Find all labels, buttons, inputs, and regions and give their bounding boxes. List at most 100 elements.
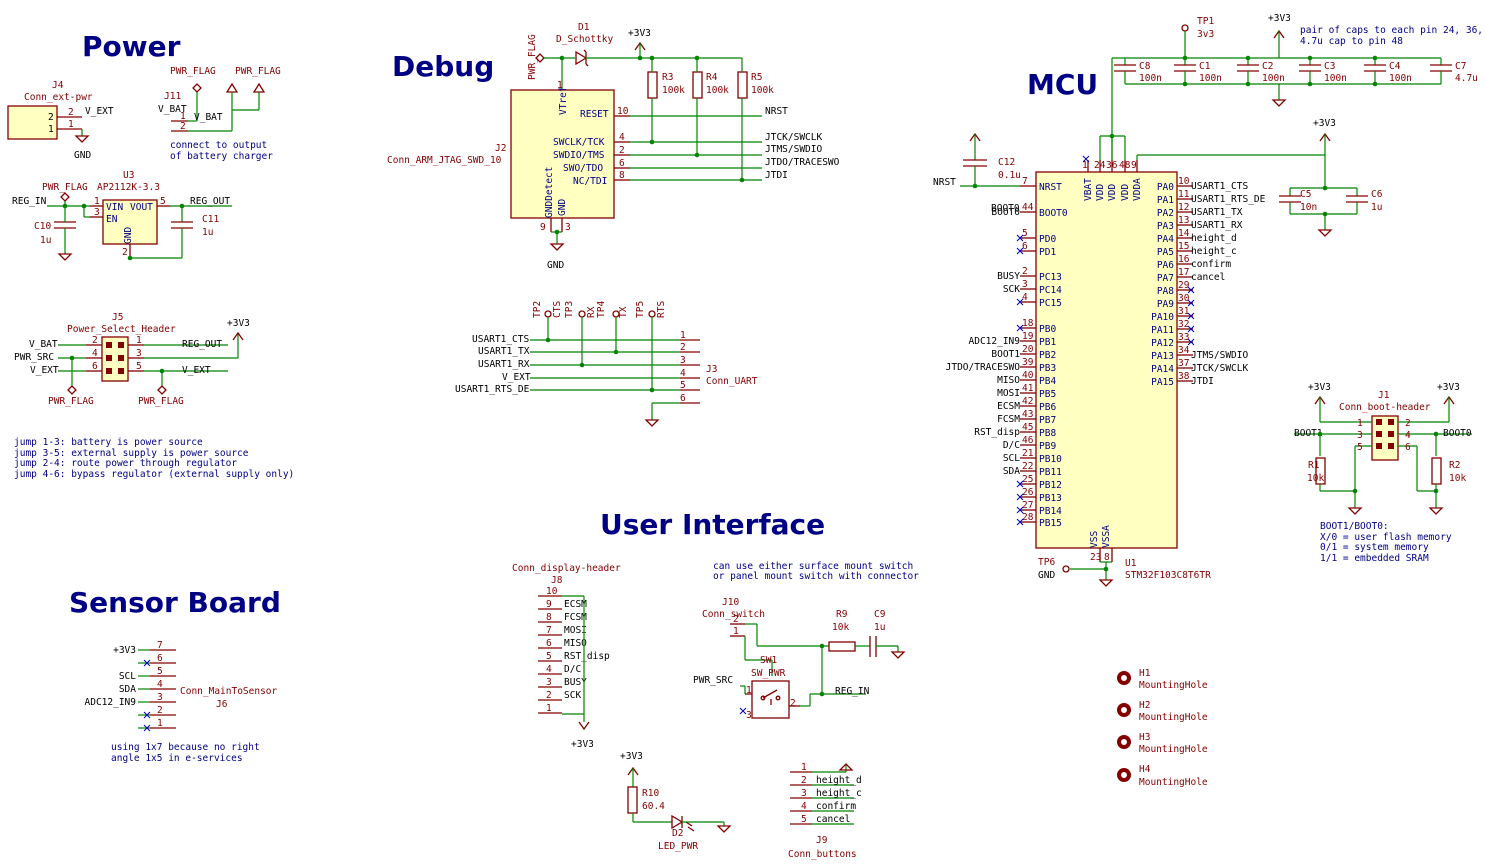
svg-text:12: 12 — [1178, 202, 1189, 213]
svg-text:6: 6 — [680, 393, 686, 404]
svg-text:1: 1 — [180, 111, 186, 122]
cap-ref: C3 — [1324, 61, 1335, 72]
svg-text:GND: GND — [547, 260, 564, 271]
svg-text:C12: C12 — [998, 157, 1015, 168]
u1-left-pin: PB13 — [1039, 493, 1062, 504]
svg-text:100k: 100k — [662, 85, 685, 96]
svg-text:STM32F103C8T6TR: STM32F103C8T6TR — [1125, 570, 1211, 581]
svg-text:2: 2 — [546, 690, 552, 701]
boot0-net: BOOT0 — [991, 203, 1020, 214]
svg-text:H2: H2 — [1139, 700, 1150, 711]
j8-net: BUSY — [564, 677, 587, 688]
svg-text:V_EXT: V_EXT — [30, 365, 59, 376]
j8-net: MISO — [564, 638, 587, 649]
power-section: J4 Conn_ext-pwr 21 21 V_EXT GND PWR_FLAG… — [7, 66, 294, 480]
svg-text:1: 1 — [746, 685, 752, 696]
svg-text:TP5: TP5 — [635, 301, 646, 318]
svg-text:24: 24 — [1094, 160, 1106, 171]
j6-net: ADC12_IN9 — [85, 697, 137, 708]
svg-text:100k: 100k — [706, 85, 729, 96]
svg-text:TP2: TP2 — [532, 301, 543, 318]
svg-text:10: 10 — [546, 586, 558, 597]
svg-text:J2: J2 — [495, 143, 506, 154]
u1-top-pin: VDD — [1107, 184, 1118, 201]
svg-text:AP2112K-3.3: AP2112K-3.3 — [97, 182, 160, 193]
svg-text:1: 1 — [68, 119, 74, 130]
svg-text:PWR_FLAG: PWR_FLAG — [235, 66, 281, 77]
svg-text:H4: H4 — [1139, 764, 1151, 775]
svg-text:29: 29 — [1178, 280, 1190, 291]
j8-net: FCSM — [564, 612, 587, 623]
svg-text:44: 44 — [1022, 202, 1034, 213]
svg-text:Conn_buttons: Conn_buttons — [788, 849, 857, 860]
svg-text:U1: U1 — [1125, 558, 1137, 569]
u1-left-pin: PB14 — [1039, 506, 1062, 517]
title-power: Power — [82, 30, 181, 63]
svg-text:4: 4 — [157, 679, 163, 690]
svg-text:25: 25 — [1022, 474, 1033, 485]
svg-text:using 1x7 because no right: using 1x7 because no right — [111, 742, 260, 753]
svg-text:27: 27 — [1022, 500, 1033, 511]
svg-text:PWR_SRC: PWR_SRC — [14, 352, 54, 363]
svg-text:MountingHole: MountingHole — [1139, 744, 1208, 755]
svg-text:5: 5 — [136, 361, 142, 372]
u1-right-net: JTCK/SWCLK — [1191, 363, 1248, 374]
svg-text:1: 1 — [136, 335, 142, 346]
svg-text:V_BAT: V_BAT — [194, 112, 223, 123]
svg-text:18: 18 — [1022, 318, 1034, 329]
svg-text:6: 6 — [1405, 442, 1411, 453]
svg-text:5: 5 — [801, 814, 807, 825]
svg-text:R5: R5 — [751, 72, 762, 83]
svg-text:3: 3 — [746, 710, 752, 721]
svg-text:Power_Select_Header: Power_Select_Header — [67, 324, 176, 335]
svg-text:1u: 1u — [1371, 202, 1382, 213]
svg-text:45: 45 — [1022, 422, 1033, 433]
title-sensor-board: Sensor Board — [69, 586, 281, 619]
u1-right-net: JTDI — [1191, 376, 1214, 387]
u1-right-net: confirm — [1191, 259, 1231, 270]
svg-text:4: 4 — [1405, 430, 1411, 441]
svg-text:RTS: RTS — [656, 301, 667, 318]
svg-text:10k: 10k — [1307, 473, 1324, 484]
j8-net: MOSI — [564, 625, 587, 636]
cap-value: 100n — [1262, 73, 1285, 84]
svg-text:9: 9 — [546, 599, 552, 610]
svg-text:TP3: TP3 — [564, 301, 575, 318]
svg-text:2: 2 — [790, 698, 796, 709]
svg-text:U3: U3 — [123, 170, 134, 181]
svg-text:J11: J11 — [164, 91, 181, 102]
svg-text:D2: D2 — [672, 828, 683, 839]
svg-text:NRST: NRST — [933, 177, 956, 188]
u1-right-pin: PA4 — [1157, 234, 1174, 245]
svg-text:BOOT0: BOOT0 — [1443, 428, 1472, 439]
mcu-section: TP1 3v3 +3V3 pair of caps to each pin 24… — [933, 13, 1485, 788]
u1-left-pin: PB5 — [1039, 389, 1056, 400]
svg-text:Conn_boot-header: Conn_boot-header — [1339, 402, 1431, 413]
svg-text:V_EXT: V_EXT — [182, 365, 211, 376]
svg-text:of battery charger: of battery charger — [170, 151, 273, 162]
u1-left-pin: PB4 — [1039, 376, 1056, 387]
u1-left-net: SDA — [1003, 466, 1020, 477]
svg-text:angle 1x5 in e-services: angle 1x5 in e-services — [111, 753, 243, 764]
svg-text:1: 1 — [557, 80, 563, 91]
u1-left-net: BOOT1 — [991, 349, 1020, 360]
svg-text:1/1 = embedded SRAM: 1/1 = embedded SRAM — [1320, 553, 1429, 564]
svg-text:C5: C5 — [1300, 189, 1311, 200]
svg-text:9: 9 — [540, 222, 546, 233]
u1-left-net: ECSM — [997, 401, 1020, 412]
u1-right-pin: PA14 — [1151, 364, 1174, 375]
svg-text:GND: GND — [1038, 570, 1055, 581]
svg-text:SWCLK/TCK: SWCLK/TCK — [553, 137, 605, 148]
svg-text:3: 3 — [546, 677, 552, 688]
svg-text:connect to output: connect to output — [170, 140, 267, 151]
svg-text:Conn_switch: Conn_switch — [702, 609, 765, 620]
svg-text:PWR_FLAG: PWR_FLAG — [48, 396, 94, 407]
u1-right-pin: PA1 — [1157, 195, 1174, 206]
u1-right-pin: PA6 — [1157, 260, 1174, 271]
svg-text:EN: EN — [106, 214, 118, 225]
u1-left-net: SCK — [1003, 284, 1020, 295]
svg-text:4.7u cap to pin 48: 4.7u cap to pin 48 — [1300, 36, 1403, 47]
svg-text:H1: H1 — [1139, 668, 1151, 679]
svg-text:CTS: CTS — [552, 301, 563, 318]
